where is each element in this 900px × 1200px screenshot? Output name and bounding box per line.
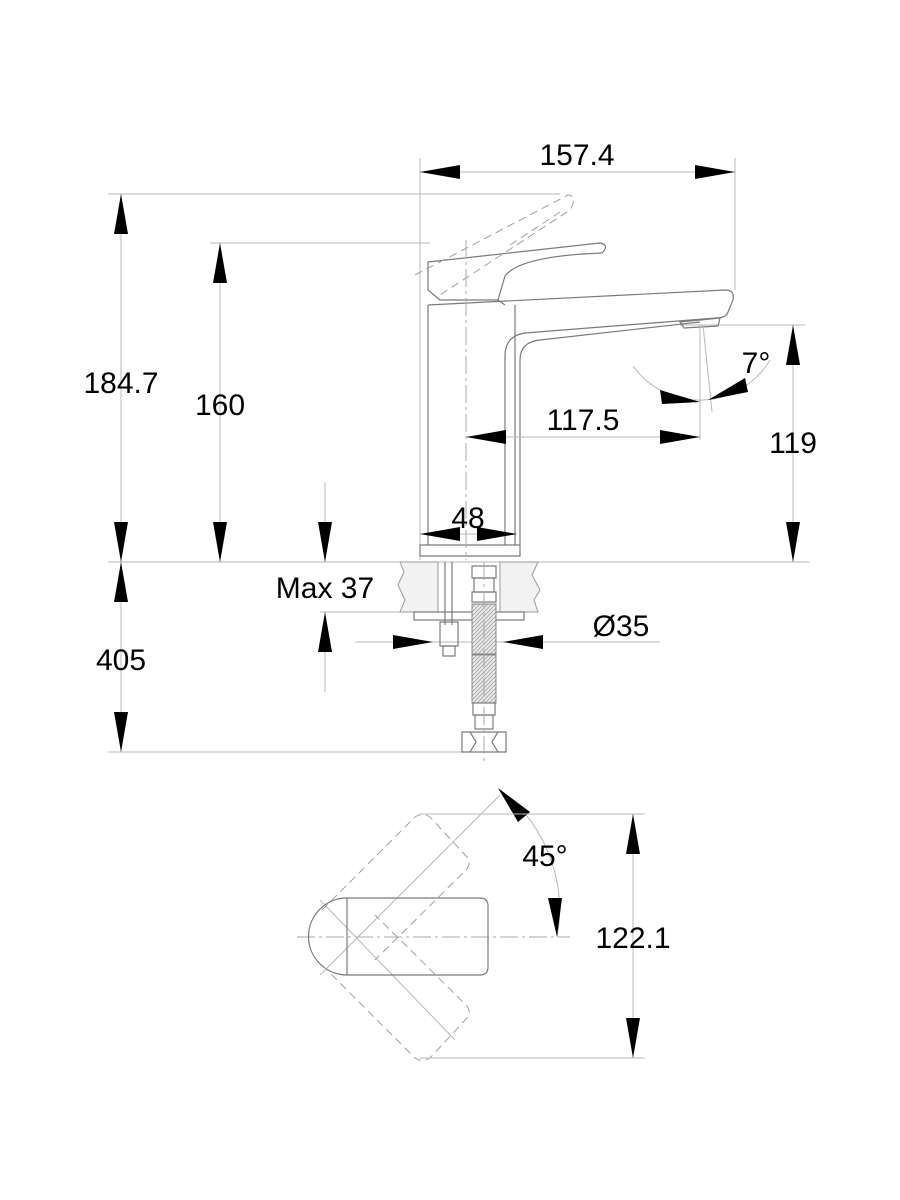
mounting-hardware (413, 562, 525, 762)
dim-lever-rotation-angle: 45° (522, 840, 567, 873)
extension-lines (108, 158, 810, 753)
dim-spout-reach: 117.5 (547, 404, 620, 437)
lever-top-closed (307, 897, 489, 976)
dimension-lines (114, 165, 800, 752)
lever-top-rotated-down (321, 914, 470, 1061)
dim-hole-diameter: Ø35 (593, 610, 650, 643)
dimension-labels: 157.4 184.7 160 117.5 7° 119 48 Max 37 Ø… (83, 139, 816, 677)
faucet-body (414, 194, 734, 560)
dim-spout-height-lever: 160 (195, 389, 245, 422)
top-view: 45° 122.1 (297, 788, 671, 1061)
angle-arrow-bottom (548, 898, 562, 937)
dim-spout-angle: 7° (742, 347, 771, 380)
countertop-section (397, 561, 541, 613)
dim-overall-height: 184.7 (83, 367, 158, 400)
side-view: 157.4 184.7 160 117.5 7° 119 48 Max 37 Ø… (83, 139, 817, 762)
dim-max-countertop: Max 37 (276, 572, 374, 605)
dim-hose-length: 405 (96, 644, 146, 677)
lever-top-rotated-up (321, 814, 470, 961)
dim-overall-width: 157.4 (539, 139, 614, 172)
spout-angle-marker (632, 324, 771, 440)
dim-base-width: 48 (451, 502, 484, 535)
dim-lever-sweep-width: 122.1 (595, 922, 670, 955)
angle-arrow-top (498, 788, 530, 822)
dim-spout-outlet-height: 119 (769, 427, 817, 460)
